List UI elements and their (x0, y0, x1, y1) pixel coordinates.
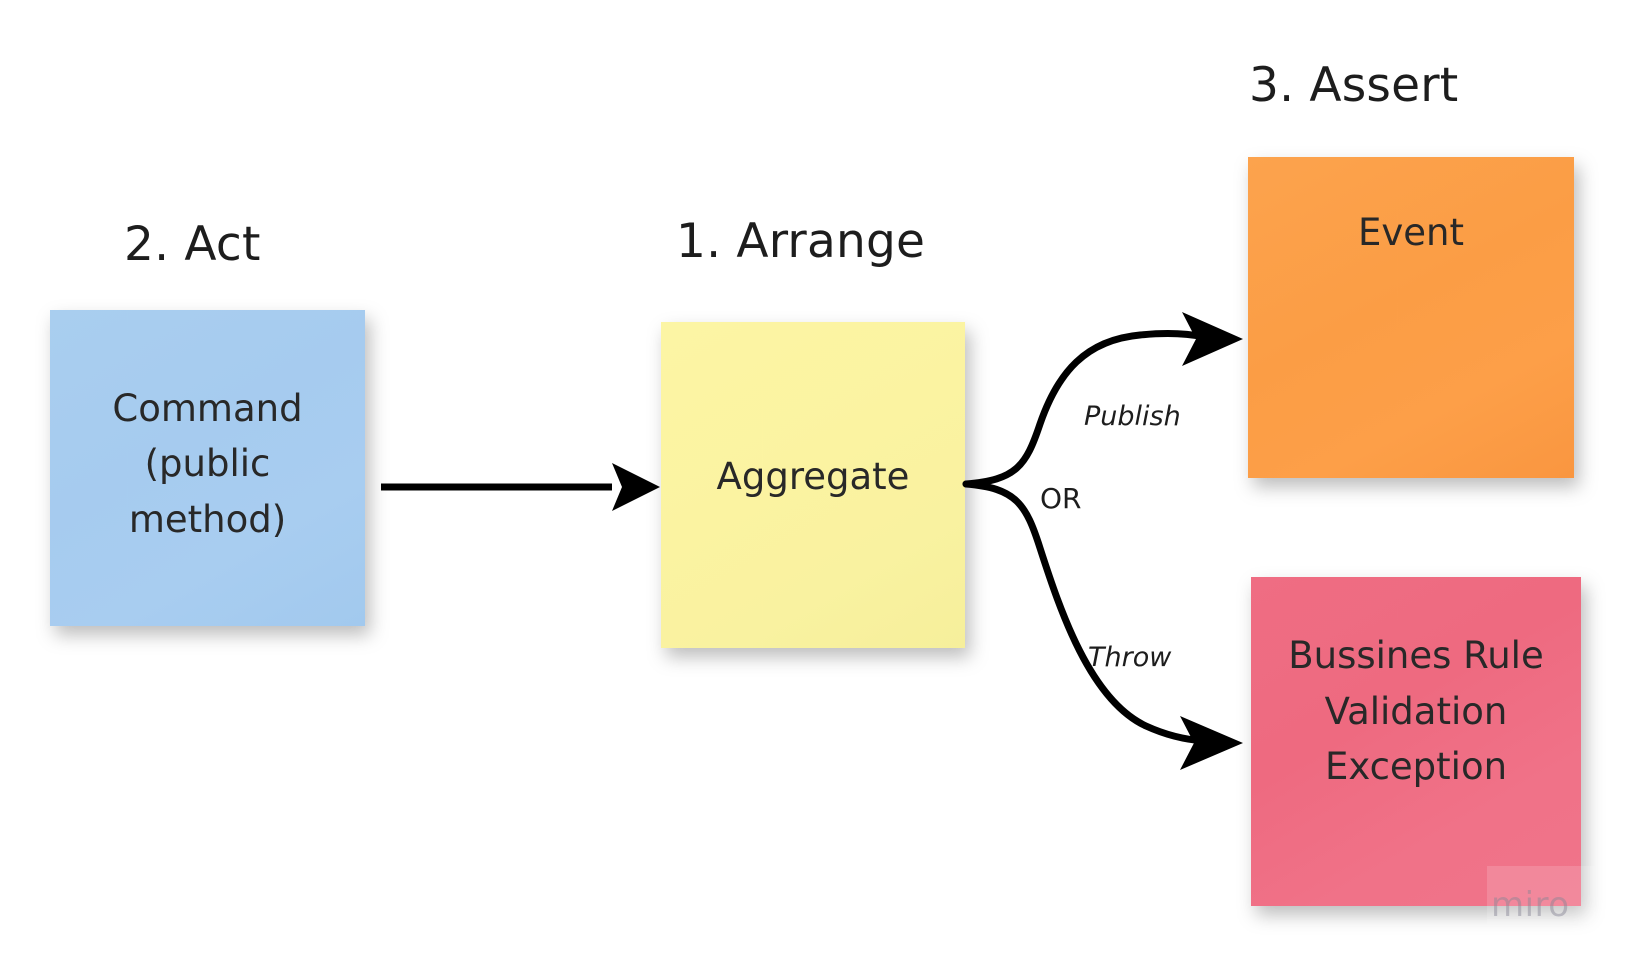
sticky-note-event-label: Event (1358, 210, 1464, 254)
sticky-note-aggregate-label: Aggregate (716, 455, 910, 499)
connector-command-to-aggregate[interactable] (381, 463, 660, 511)
edge-label-throw: Throw (1088, 642, 1172, 673)
sticky-note-exception-label: Bussines Rule Validation Exception (1288, 634, 1544, 789)
sticky-note-exception[interactable]: Bussines Rule Validation Exception (1251, 577, 1581, 906)
heading-assert: 3. Assert (1249, 58, 1459, 113)
sticky-note-command[interactable]: Command (public method) (50, 310, 365, 626)
miro-watermark-text: miro (1491, 885, 1570, 926)
connector-aggregate-to-exception[interactable] (962, 480, 1243, 770)
connector-aggregate-to-event[interactable] (962, 312, 1243, 488)
edge-label-or: OR (1040, 482, 1082, 515)
connector-path-throw (962, 480, 1208, 745)
sticky-note-event[interactable]: Event (1248, 157, 1574, 478)
heading-arrange: 1. Arrange (676, 214, 926, 269)
heading-act: 2. Act (124, 217, 261, 272)
sticky-note-command-label: Command (public method) (112, 386, 303, 541)
arrowhead-to-exception (1180, 716, 1243, 770)
arrowhead-to-aggregate (612, 463, 660, 511)
arrowhead-to-event (1182, 312, 1243, 366)
sticky-note-aggregate[interactable]: Aggregate (661, 322, 965, 648)
edge-label-publish: Publish (1084, 401, 1181, 432)
miro-watermark: miro (1487, 866, 1595, 924)
